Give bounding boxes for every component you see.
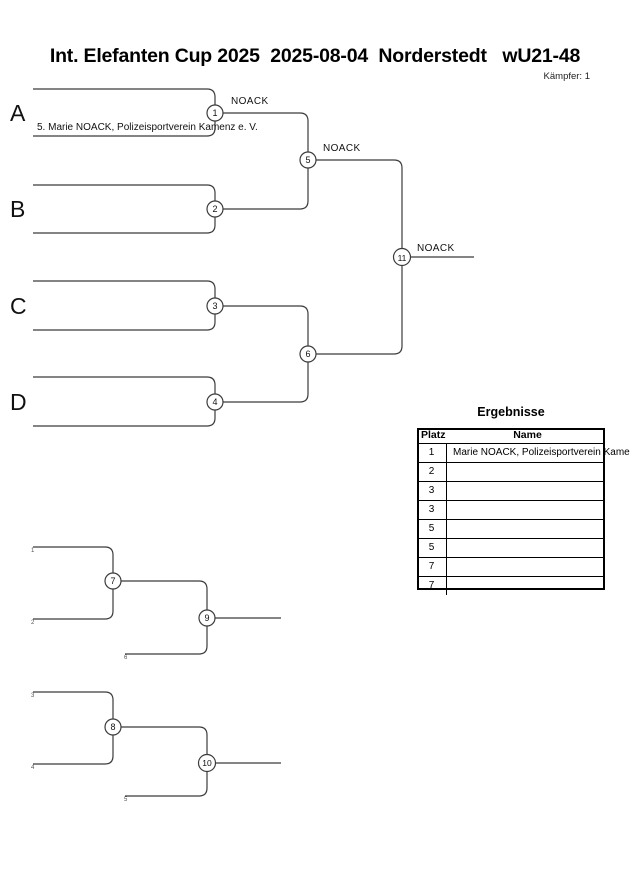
match-3-circle: [206, 297, 224, 315]
match-11-number: 11: [397, 253, 407, 263]
results-row-6: 5: [417, 538, 605, 557]
rep-slot-4: 4: [31, 765, 35, 771]
result-platz: 2: [417, 463, 447, 481]
match-2-number: 2: [212, 204, 218, 214]
match8-winner-line: [121, 726, 208, 755]
match4-winner-line: [223, 362, 309, 403]
match6-winner-line: [316, 266, 403, 355]
rep1-slot1-line: [33, 546, 114, 573]
result-name: Marie NOACK, Polizeisportverein Kamenz e…: [453, 447, 630, 458]
results-title: Ergebnisse: [477, 405, 545, 419]
pool-c-bottom-line: [33, 314, 216, 331]
result-platz: 3: [417, 501, 447, 519]
rep2-slot4-line: [33, 735, 114, 765]
pool-a-entry-name: 5. Marie NOACK, Polizeisportverein Kamen…: [37, 122, 258, 133]
match3-winner-line: [223, 305, 309, 346]
rep1-slot6-line: [125, 626, 208, 655]
rep-slot-3: 3: [31, 693, 35, 699]
page-title: Int. Elefanten Cup 2025 2025-08-04 Norde…: [49, 45, 581, 67]
rep1-slot2-line: [33, 589, 114, 620]
rep-slot-1: 1: [31, 548, 35, 554]
match-6-circle: [299, 345, 317, 363]
result-name: [447, 463, 605, 481]
results-row-5: 5: [417, 519, 605, 538]
match-11-circle: [392, 247, 412, 267]
pool-c-label: C: [10, 293, 27, 319]
result-platz: 5: [417, 539, 447, 557]
result-platz: 7: [417, 577, 447, 595]
match-7-circle: [104, 572, 122, 590]
result-platz: 1: [417, 444, 447, 462]
rep-slot-6: 6: [124, 655, 128, 661]
pool-c-top-line: [33, 280, 216, 298]
result-platz: 5: [417, 520, 447, 538]
results-row-2: 2: [417, 462, 605, 481]
results-row-4: 3: [417, 500, 605, 519]
result-name: [447, 482, 605, 500]
result-name: [447, 558, 605, 576]
match11-winner-name: NOACK: [417, 243, 455, 254]
pool-d-bottom-line: [33, 410, 216, 427]
match5-winner-line: [316, 159, 403, 248]
fighter-count-label: Kämpfer: 1: [543, 71, 590, 82]
rep-slot-2: 2: [31, 620, 35, 626]
match-8-circle: [104, 718, 122, 736]
match-9-circle: [198, 609, 216, 627]
result-platz: 7: [417, 558, 447, 576]
rep2-slot3-line: [33, 691, 114, 719]
results-row-3: 3: [417, 481, 605, 500]
match-7-number: 7: [110, 576, 116, 586]
results-table: Platz Name 1 Marie NOACK, Polizeisportve…: [417, 428, 630, 595]
pool-b-label: B: [10, 196, 26, 222]
result-name: [447, 520, 605, 538]
match-1-circle: [206, 104, 224, 122]
match-10-number: 10: [202, 758, 212, 768]
rep2-slot5-line: [125, 771, 208, 797]
match2-winner-line: [223, 168, 309, 210]
result-name: [447, 501, 605, 519]
match-8-number: 8: [110, 722, 116, 732]
results-row-7: 7: [417, 557, 605, 576]
match-2-circle: [206, 200, 224, 218]
pool-a-top-line: [33, 88, 216, 105]
match5-winner-name: NOACK: [323, 143, 361, 154]
result-name: [447, 577, 605, 595]
results-header-row: Platz Name: [417, 428, 605, 443]
rep-slot-5: 5: [124, 797, 128, 803]
results-col-name: Name: [513, 429, 542, 441]
match-10-circle: [197, 753, 217, 773]
pool-b-bottom-line: [33, 217, 216, 234]
pool-d-top-line: [33, 376, 216, 394]
match-3-number: 3: [212, 301, 218, 311]
results-col-platz: Platz: [421, 429, 446, 441]
match-5-number: 5: [305, 155, 311, 165]
match1-winner-line: [223, 112, 309, 152]
match-5-circle: [299, 151, 317, 169]
match-9-number: 9: [204, 613, 210, 623]
results-row-8: 7: [417, 576, 605, 595]
result-platz: 3: [417, 482, 447, 500]
match1-winner-name: NOACK: [231, 96, 269, 107]
pool-a-label: A: [10, 100, 26, 126]
pool-b-top-line: [33, 184, 216, 201]
match-4-circle: [206, 393, 224, 411]
match-6-number: 6: [305, 349, 311, 359]
match7-winner-line: [121, 580, 208, 610]
pool-a-bottom-line: [33, 121, 216, 137]
results-row-1: 1 Marie NOACK, Polizeisportverein Kamenz…: [417, 443, 630, 462]
match-4-number: 4: [212, 397, 218, 407]
result-name: [447, 539, 605, 557]
match-1-number: 1: [212, 108, 218, 118]
pool-d-label: D: [10, 389, 27, 415]
